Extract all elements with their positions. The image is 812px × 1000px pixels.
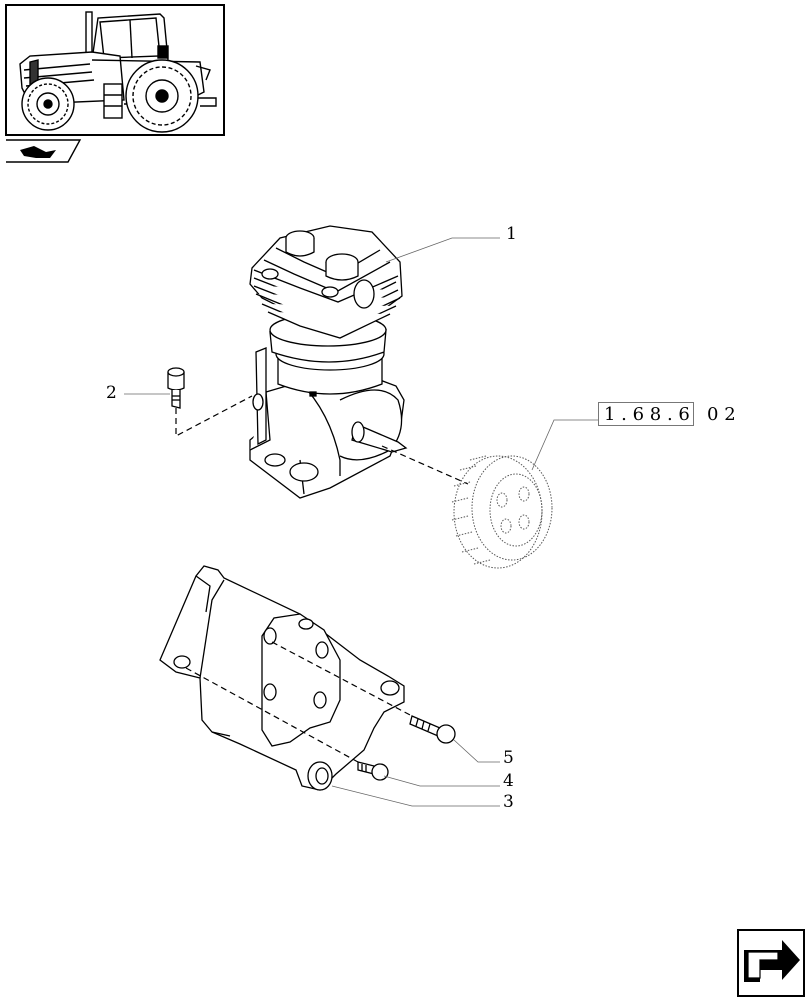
callout-3: 3 [503,792,514,812]
callout-2: 2 [106,383,117,403]
bolt-part-5 [409,715,456,744]
reference-code[interactable]: 1 . 6 8 . 6 0 2 [604,404,736,425]
callout-5: 5 [503,748,514,768]
bracket-part-3 [159,565,405,791]
leader-lines [124,237,598,807]
callout-4: 4 [503,771,514,791]
assembly-lines [175,395,469,763]
next-page-arrow-icon[interactable] [737,929,805,997]
callout-1: 1 [506,224,517,244]
pulley-reference-part [451,455,553,569]
bolt-part-4 [357,761,389,781]
bolt-part-2 [167,367,185,409]
part-category-arrow-icon [6,139,82,163]
tractor-side-view-icon [19,11,217,133]
reference-box [598,402,694,426]
compressor-part-1 [249,225,408,499]
